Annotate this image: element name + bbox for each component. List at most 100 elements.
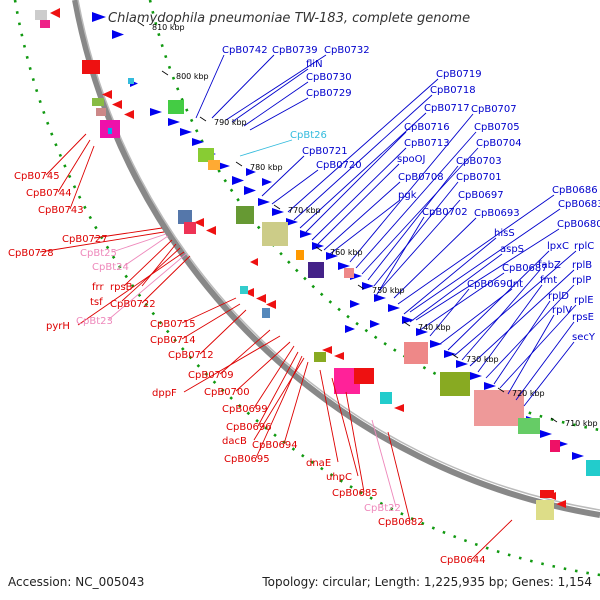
gene-label: CpB0717 bbox=[424, 103, 470, 114]
label-leader-line bbox=[331, 377, 359, 477]
label-leader-line bbox=[439, 288, 513, 345]
forward-gene-arrow bbox=[470, 372, 482, 380]
label-leader-line bbox=[349, 113, 474, 263]
gene-block bbox=[308, 262, 324, 278]
label-leader-line bbox=[477, 284, 543, 373]
label-leader-line bbox=[239, 139, 293, 157]
gene-label: CpB0742 bbox=[222, 45, 268, 56]
reverse-gene-arrow bbox=[206, 226, 216, 235]
gene-block bbox=[518, 418, 540, 434]
label-leader-line bbox=[409, 253, 503, 323]
label-leader-line bbox=[123, 235, 169, 267]
gene-block bbox=[404, 342, 428, 364]
gene-block bbox=[380, 392, 392, 404]
scale-tick-label: 770 kbp bbox=[288, 206, 321, 215]
gene-label: CpBt22 bbox=[364, 503, 401, 514]
gene-label: lnt bbox=[510, 279, 523, 290]
label-leader-line bbox=[361, 147, 479, 275]
label-leader-line bbox=[373, 181, 459, 287]
label-leader-line bbox=[371, 419, 397, 508]
gene-block bbox=[40, 20, 50, 28]
label-leader-line bbox=[329, 199, 401, 255]
genome-backbone-highlight bbox=[77, 0, 600, 511]
gene-label: CpB0687 bbox=[502, 263, 548, 274]
gene-label: fmt bbox=[540, 275, 557, 286]
label-leader-line bbox=[123, 239, 173, 287]
label-leader-line bbox=[397, 194, 555, 305]
gene-label: pyrH bbox=[46, 321, 70, 332]
label-leader-line bbox=[231, 68, 309, 123]
forward-gene-arrow bbox=[112, 30, 124, 39]
gene-block bbox=[92, 98, 104, 106]
scale-tick-mark bbox=[357, 284, 365, 290]
gene-label: frr bbox=[92, 282, 104, 293]
gene-label: CpB0705 bbox=[474, 122, 520, 133]
gene-block bbox=[178, 210, 192, 224]
gene-block bbox=[344, 268, 354, 278]
scale-tick-label: 730 kbp bbox=[466, 355, 499, 364]
forward-gene-arrow bbox=[258, 198, 270, 206]
gene-block bbox=[108, 128, 112, 134]
label-leader-line bbox=[429, 288, 470, 337]
forward-gene-arrow bbox=[484, 382, 496, 390]
scale-tick-mark bbox=[315, 246, 323, 252]
forward-gene-arrow bbox=[540, 430, 552, 438]
label-leader-line bbox=[235, 341, 291, 392]
forward-gene-arrow bbox=[232, 176, 244, 185]
gene-label: lpxC bbox=[547, 241, 569, 252]
forward-gene-arrow bbox=[350, 300, 360, 308]
reverse-gene-arrow bbox=[266, 300, 276, 309]
gene-label: CpBt26 bbox=[290, 130, 327, 141]
reverse-gene-arrow bbox=[112, 100, 122, 109]
gene-block bbox=[35, 10, 47, 20]
gene-label: CpB0693 bbox=[474, 208, 520, 219]
scale-tick-label: 780 kbp bbox=[250, 163, 283, 172]
label-leader-line bbox=[257, 351, 299, 427]
forward-gene-arrow bbox=[345, 325, 355, 333]
map-title: Chlamydophila pneumoniae TW-183, complet… bbox=[108, 11, 470, 26]
gene-label: CpB0686 bbox=[552, 185, 598, 196]
forward-gene-arrow bbox=[416, 328, 428, 336]
label-leader-line bbox=[45, 133, 87, 176]
label-leader-line bbox=[485, 284, 575, 379]
gene-label: CpBt24 bbox=[92, 262, 129, 273]
forward-gene-arrow bbox=[272, 208, 284, 216]
gene-label: hisS bbox=[494, 228, 515, 239]
gene-label: CpB0720 bbox=[316, 160, 362, 171]
label-leader-line bbox=[181, 297, 237, 324]
gene-label: CpB0708 bbox=[398, 172, 444, 183]
gene-label: CpB0745 bbox=[14, 171, 60, 182]
reverse-gene-arrow bbox=[322, 346, 332, 354]
label-leader-line bbox=[355, 131, 477, 269]
label-leader-line bbox=[141, 255, 191, 304]
gene-label: CpB0729 bbox=[306, 88, 352, 99]
label-leader-line bbox=[141, 243, 177, 287]
gene-block bbox=[314, 352, 326, 362]
forward-gene-arrow bbox=[192, 138, 204, 146]
forward-gene-arrow bbox=[92, 12, 106, 22]
gc-ring-outer bbox=[148, 0, 600, 432]
label-leader-line bbox=[249, 97, 309, 131]
label-leader-line bbox=[447, 250, 550, 351]
scale-tick-label: 810 kbp bbox=[152, 23, 185, 32]
gene-label: CpB0703 bbox=[456, 156, 502, 167]
reverse-gene-arrow bbox=[194, 218, 204, 227]
reverse-gene-arrow bbox=[256, 294, 266, 303]
gene-label: CpB0699 bbox=[222, 404, 268, 415]
gene-block bbox=[236, 206, 254, 224]
scale-tick-label: 750 kbp bbox=[372, 286, 405, 295]
gene-block bbox=[262, 222, 288, 246]
label-leader-line bbox=[181, 303, 241, 340]
forward-gene-arrow bbox=[312, 242, 324, 250]
gene-block bbox=[240, 286, 248, 294]
label-leader-line bbox=[379, 199, 461, 291]
label-leader-line bbox=[293, 94, 433, 221]
forward-gene-arrow bbox=[218, 162, 230, 170]
gene-block bbox=[440, 372, 470, 396]
gene-label: CpB0721 bbox=[302, 146, 348, 157]
gene-block bbox=[474, 390, 524, 426]
gene-label: CpB0682 bbox=[378, 517, 424, 528]
gene-label: rplC bbox=[574, 241, 594, 252]
